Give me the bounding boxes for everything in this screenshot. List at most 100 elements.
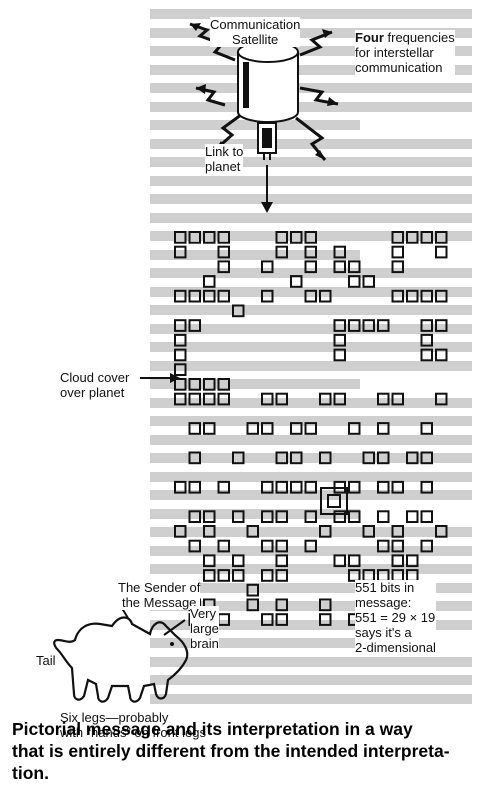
bitmap-cell <box>362 275 375 288</box>
bitmap-large-square <box>320 487 348 515</box>
bitmap-cell <box>304 539 317 553</box>
faded-text-line <box>150 228 500 244</box>
bitmap-cell <box>304 289 317 303</box>
bitmap-cell <box>203 422 216 435</box>
faded-text-line <box>150 6 500 22</box>
bitmap-cell <box>391 525 404 538</box>
bitmap-cell <box>232 569 245 582</box>
faded-text-line <box>150 191 500 207</box>
bitmap-cell <box>188 319 201 332</box>
faded-text-line <box>150 99 500 115</box>
faded-text-line <box>150 154 500 170</box>
bitmap-cell <box>246 525 259 538</box>
bitmap-cell <box>333 348 346 362</box>
bitmap-cell <box>391 245 404 259</box>
bitmap-cell <box>174 231 187 244</box>
bitmap-cell <box>420 289 433 303</box>
bitmap-cell <box>348 480 361 494</box>
bitmap-cell <box>391 554 404 568</box>
bitmap-cell <box>174 378 187 391</box>
bitmap-cell <box>232 510 245 523</box>
bitmap-cell <box>420 422 433 435</box>
faded-text-line <box>150 691 500 707</box>
faded-text-line <box>150 469 500 485</box>
bitmap-cell <box>188 539 201 553</box>
bitmap-cell <box>420 348 433 362</box>
bitmap-cell <box>261 539 274 553</box>
bitmap-cell <box>435 245 448 259</box>
faded-text-line <box>150 25 500 41</box>
bitmap-cell <box>261 613 274 626</box>
bitmap-cell <box>261 480 274 494</box>
bitmap-cell <box>304 231 317 244</box>
bitmap-cell <box>304 260 317 274</box>
bolt-arrowhead-top-right <box>322 29 332 38</box>
bitmap-cell <box>377 480 390 494</box>
signal-bolt-right <box>299 86 339 106</box>
bitmap-cell <box>246 422 259 435</box>
bitmap-cell <box>203 392 216 406</box>
bitmap-cell <box>435 289 448 303</box>
faded-text-line <box>150 561 500 577</box>
bitmap-cell <box>290 480 303 494</box>
bitmap-cell <box>435 319 448 332</box>
bitmap-cell <box>348 554 361 568</box>
bitmap-cell <box>217 245 230 259</box>
bitmap-cell <box>362 525 375 538</box>
bitmap-cell <box>304 422 317 435</box>
bolt-arrowhead-top-left <box>190 23 201 31</box>
bitmap-cell <box>217 480 230 494</box>
bitmap-cell <box>275 451 288 465</box>
bitmap-cell <box>275 554 288 568</box>
faded-text-line <box>150 62 500 78</box>
bitmap-cell <box>348 275 361 288</box>
bitmap-cell <box>333 554 346 568</box>
bitmap-cell <box>203 510 216 523</box>
bitmap-inner-square <box>327 494 341 508</box>
bitmap-cell <box>420 333 433 347</box>
faded-text-line <box>150 395 500 411</box>
faded-text-line <box>150 580 500 596</box>
communication-satellite <box>237 41 299 160</box>
bitmap-cell <box>319 289 332 303</box>
bitmap-cell <box>348 260 361 274</box>
bitmap-cell <box>275 392 288 406</box>
bitmap-cell <box>391 231 404 244</box>
faded-text-line <box>150 339 500 355</box>
bitmap-cell <box>420 480 433 494</box>
bitmap-cell <box>406 231 419 244</box>
bitmap-cell <box>391 289 404 303</box>
bitmap-cell <box>174 333 187 347</box>
bitmap-cell <box>188 231 201 244</box>
bitmap-cell <box>188 378 201 391</box>
bitmap-cell <box>261 260 274 274</box>
bitmap-cell <box>348 319 361 332</box>
bitmap-cell <box>203 231 216 244</box>
bitmap-cell <box>246 598 259 612</box>
bitmap-cell <box>377 422 390 435</box>
faded-text-line <box>150 80 500 96</box>
bitmap-cell <box>174 363 187 376</box>
bitmap-cell <box>203 569 216 582</box>
bitmap-cell <box>377 539 390 553</box>
bitmap-cell <box>261 422 274 435</box>
faded-text-line <box>150 173 500 189</box>
bitmap-cell <box>232 304 245 318</box>
bitmap-cell <box>217 378 230 391</box>
bolt-arrowhead-lower-right <box>315 150 325 160</box>
bitmap-cell <box>377 319 390 332</box>
bitmap-cell <box>188 422 201 435</box>
faded-text-line <box>150 617 500 633</box>
faded-text-line <box>150 598 500 614</box>
faded-text-line <box>150 302 500 318</box>
bitmap-cell <box>319 392 332 406</box>
bitmap-cell <box>174 348 187 362</box>
label-tail: Tail <box>36 653 56 668</box>
bitmap-cell <box>435 348 448 362</box>
